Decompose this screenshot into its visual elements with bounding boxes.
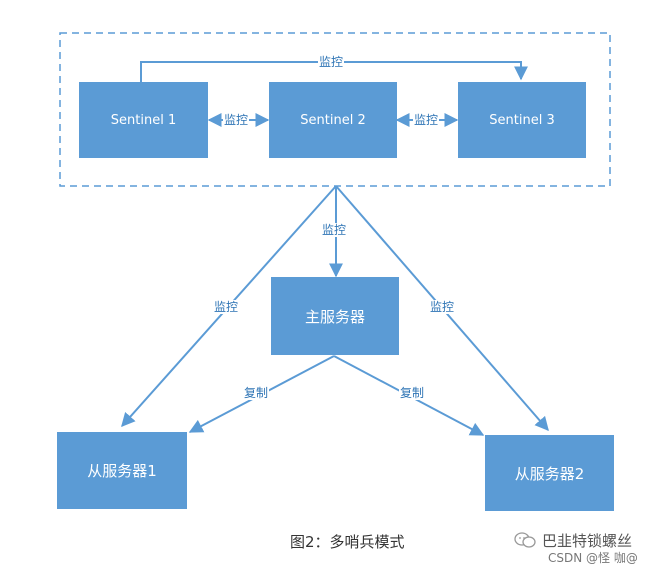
wechat-icon xyxy=(514,532,536,548)
label-monitor-s1-s3: 监控 xyxy=(318,55,345,69)
label-monitor-slave1: 监控 xyxy=(213,300,240,314)
label-replicate-slave1: 复制 xyxy=(243,386,270,400)
sentinel-1-box: Sentinel 1 xyxy=(79,82,208,158)
sentinel-2-box: Sentinel 2 xyxy=(269,82,397,158)
slave-server-2-box: 从服务器2 xyxy=(485,435,614,511)
label-monitor-s1-s2: 监控 xyxy=(223,113,250,127)
label-monitor-slave2: 监控 xyxy=(429,300,456,314)
figure-caption: 图2：多哨兵模式 xyxy=(290,533,405,551)
label-monitor-master: 监控 xyxy=(321,223,348,237)
watermark-title: 巴韭特锁螺丝 xyxy=(542,532,633,550)
slave-server-1-box: 从服务器1 xyxy=(57,432,187,509)
master-server-box: 主服务器 xyxy=(271,277,399,355)
sentinel-3-box: Sentinel 3 xyxy=(458,82,586,158)
watermark-subtitle: CSDN @怪 咖@ xyxy=(548,551,638,565)
label-replicate-slave2: 复制 xyxy=(399,386,426,400)
label-monitor-s2-s3: 监控 xyxy=(413,113,440,127)
